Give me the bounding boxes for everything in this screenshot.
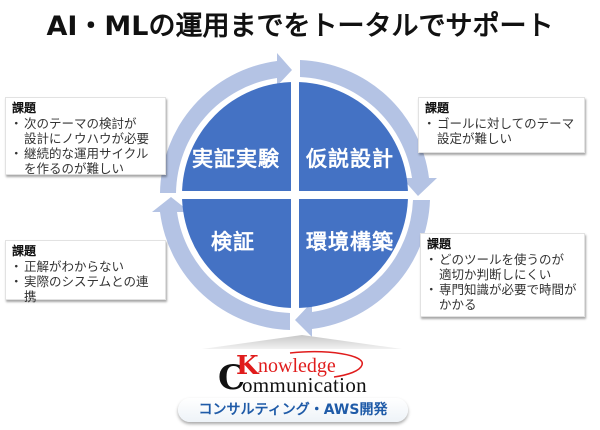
ring-arrows [152,53,437,337]
arrow-bottom-left-icon [152,197,290,330]
issue-line: ゴールに対してのテーマ [437,116,575,131]
arrow-bottom-right-icon [295,200,430,337]
issue-item: ゴールに対してのテーマ 設定が難しい [423,116,578,146]
arrow-top-right-icon [300,60,437,196]
issue-item: 専門知識が必要で時間が かかる [425,282,578,312]
logo-big-c: C [218,358,246,398]
issue-item: 実際のシステムとの連携 [10,274,159,304]
issue-title: 課題 [427,237,452,251]
issue-item: 次のテーマの検討が 設計にノウハウが必要 [10,116,159,146]
issue-box-left-bottom: 課題 正解がわからない 実際のシステムとの連携 [5,240,166,304]
issue-line: を作るのが難しい [24,161,125,176]
issue-title: 課題 [12,101,37,115]
quadrant-label-bottom-left: 検証 [211,230,255,254]
issue-line: 設定が難しい [437,131,513,146]
issue-box-right-top: 課題 ゴールに対してのテーマ 設定が難しい [418,97,585,153]
issue-line: どのツールを使うのが [439,252,565,267]
quadrant-label-bottom-right: 環境構築 [306,230,394,254]
issue-line: かかる [439,297,477,312]
issue-box-left-top: 課題 次のテーマの検討が 設計にノウハウが必要 継続的な運用サイクル を作るのが… [5,97,166,176]
issue-line: 正解がわからない [24,259,125,274]
quadrant-top-right [299,82,408,191]
quadrant-top-left [182,82,291,191]
issue-line: 専門知識が必要で時間が [439,282,577,297]
quadrant-bottom-left [182,199,291,308]
issue-item: どのツールを使うのが 適切か判断しにくい [425,252,578,282]
quadrant-label-top-left: 実証実験 [192,147,280,171]
issue-line: 適切か判断しにくい [439,267,552,282]
logo-knowledge: nowledge [258,355,336,377]
issue-line: 実際のシステムとの連携 [24,274,149,304]
logo-big-k: K [236,351,259,381]
quadrant-label-top-right: 仮説設計 [306,147,394,171]
logo-communication: ommunication [242,373,367,397]
issue-item: 継続的な運用サイクル を作るのが難しい [10,146,159,176]
issue-box-right-bottom: 課題 どのツールを使うのが 適切か判断しにくい 専門知識が必要で時間が かかる [420,233,585,317]
roof-icon [202,335,402,349]
issue-line: 継続的な運用サイクル [24,146,149,161]
issue-title: 課題 [425,101,450,115]
issue-line: 設計にノウハウが必要 [24,131,150,146]
tagline-badge: コンサルティング・AWS開発 [178,398,408,422]
arrow-top-left-icon [160,53,292,193]
page-title: AI・MLの運用までをトータルでサポート [46,11,554,42]
issue-title: 課題 [12,244,37,258]
company-logo: C K nowledge ommunication コンサルティング・AWS開発 [170,335,430,430]
issue-item: 正解がわからない [10,259,159,274]
issue-line: 次のテーマの検討が [24,116,137,131]
swoosh-icon [289,351,363,378]
